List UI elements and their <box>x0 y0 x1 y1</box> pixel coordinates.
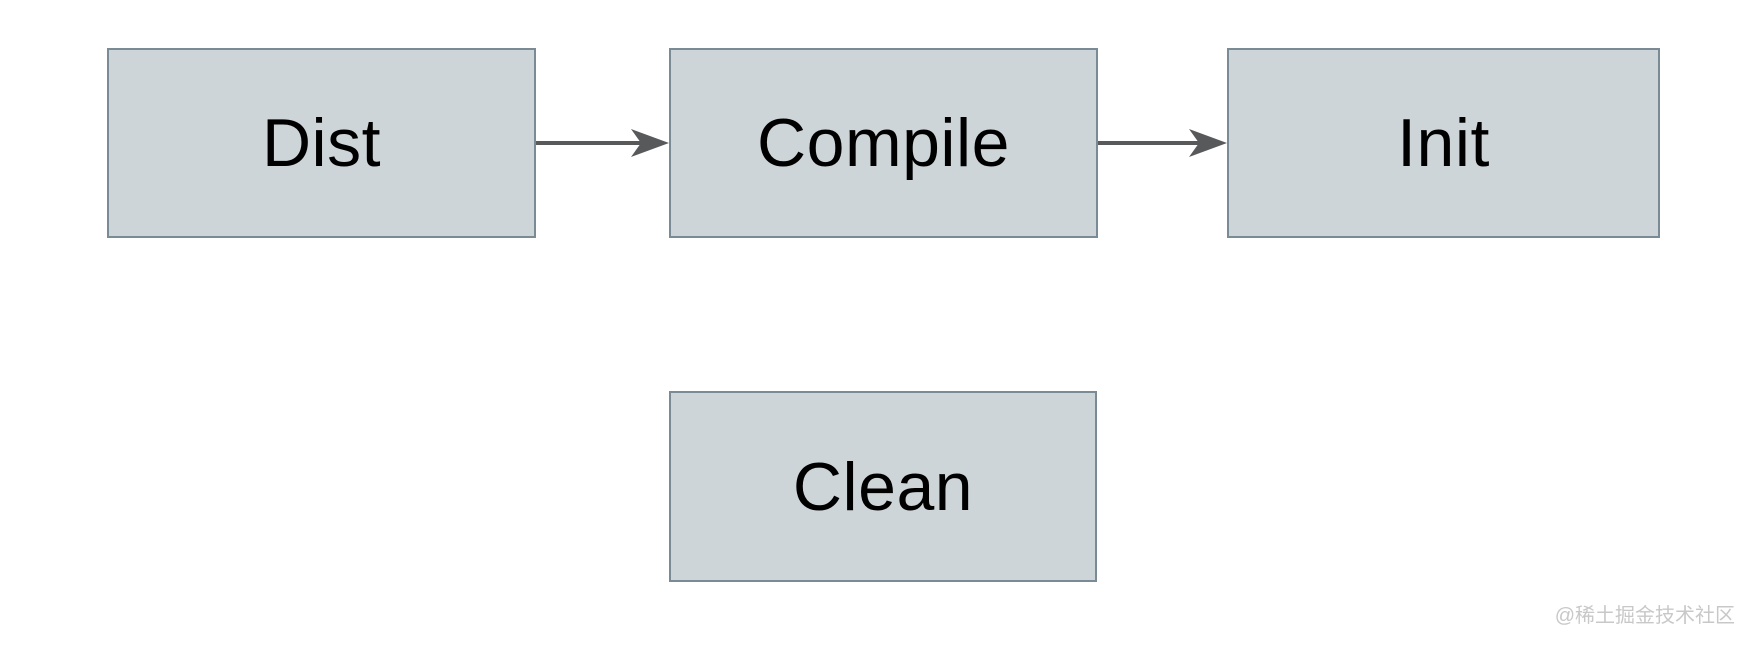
arrow-dist-to-compile <box>536 129 669 157</box>
arrowhead-icon <box>1189 129 1227 157</box>
node-init: Init <box>1227 48 1660 238</box>
node-compile: Compile <box>669 48 1098 238</box>
arrow-compile-to-init <box>1098 129 1227 157</box>
node-dist: Dist <box>107 48 536 238</box>
node-clean: Clean <box>669 391 1097 582</box>
watermark-text: @稀土掘金技术社区 <box>1554 605 1735 627</box>
node-clean-label: Clean <box>792 448 974 525</box>
node-compile-label: Compile <box>757 105 1010 181</box>
arrowhead-icon <box>631 129 669 157</box>
node-dist-label: Dist <box>261 105 382 181</box>
node-init-label: Init <box>1397 105 1490 181</box>
